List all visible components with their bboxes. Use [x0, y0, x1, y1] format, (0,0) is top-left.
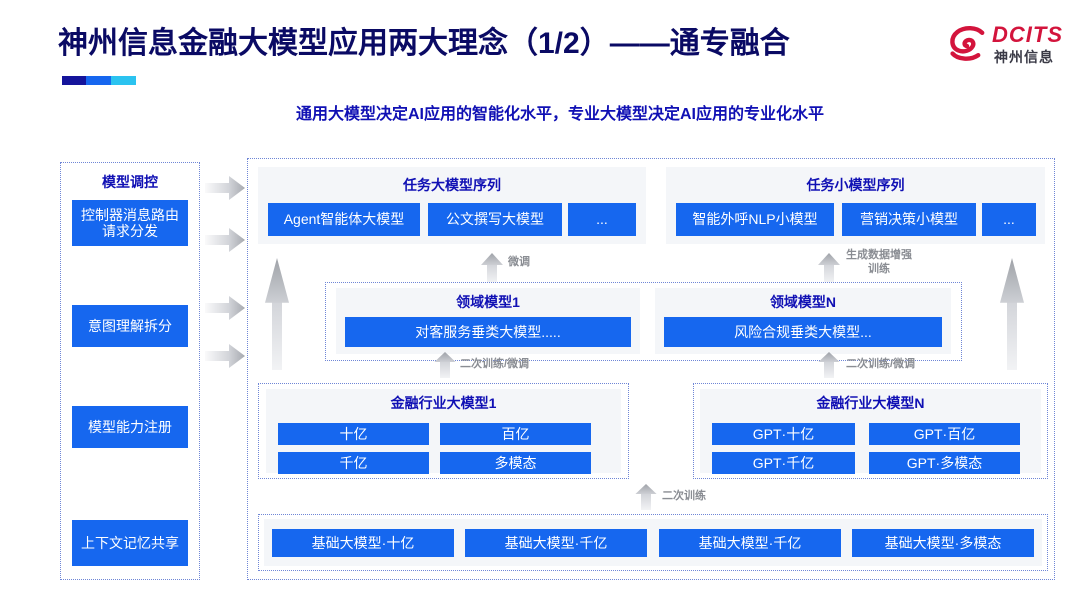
logo-wordmark-cn: 神州信息: [994, 49, 1054, 65]
task-large-box-more[interactable]: ...: [568, 203, 636, 236]
industry-n-box-gpt-qianyi[interactable]: GPT·千亿: [712, 452, 855, 474]
industry-1-box-qianyi[interactable]: 千亿: [278, 452, 429, 474]
arrow-label-retrain-right: 二次训练/微调: [846, 358, 916, 370]
connector-arrow-right-4: [205, 344, 245, 368]
industry-n-box-gpt-baiyi[interactable]: GPT·百亿: [869, 423, 1020, 445]
domain-model-n-title: 领域模型N: [769, 294, 837, 310]
industry-1-box-baiyi[interactable]: 百亿: [440, 423, 591, 445]
arrow-up-retrain-right: [818, 352, 840, 378]
industry-n-box-gpt-multimodal[interactable]: GPT·多模态: [869, 452, 1020, 474]
task-large-model-title: 任务大模型序列: [403, 177, 501, 193]
task-small-box-more[interactable]: ...: [982, 203, 1036, 236]
arrow-up-gen-data-right: [818, 253, 840, 283]
arrow-label-finetune-left: 微调: [508, 256, 530, 268]
sidebar-item-capability-registry[interactable]: 模型能力注册: [72, 406, 188, 448]
foundation-box-qianyi-1[interactable]: 基础大模型·千亿: [465, 529, 647, 557]
dcits-logo: DCITS 神州信息: [946, 20, 1066, 72]
sidebar-item-context-memory[interactable]: 上下文记忆共享: [72, 520, 188, 566]
domain-model-1-box[interactable]: 对客服务垂类大模型.....: [345, 317, 631, 347]
task-large-box-agent[interactable]: Agent智能体大模型: [268, 203, 420, 236]
connector-arrow-right-2: [205, 228, 245, 252]
industry-model-1-title: 金融行业大模型1: [390, 395, 497, 411]
industry-1-box-multimodal[interactable]: 多模态: [440, 452, 591, 474]
sidebar-item-controller-routing[interactable]: 控制器消息路由请求分发: [72, 200, 188, 246]
foundation-box-qianyi-2[interactable]: 基础大模型·千亿: [659, 529, 841, 557]
arrow-up-finetune-left: [481, 253, 503, 283]
page-subtitle: 通用大模型决定AI应用的智能化水平，专业大模型决定AI应用的专业化水平: [295, 106, 824, 123]
page-title: 神州信息金融大模型应用两大理念（1/2）——通专融合: [58, 27, 790, 60]
arrow-label-retrain-left: 二次训练/微调: [460, 358, 530, 370]
industry-n-box-gpt-shiyi[interactable]: GPT·十亿: [712, 423, 855, 445]
sidebar-item-intent-parsing[interactable]: 意图理解拆分: [72, 305, 188, 347]
domain-model-1-title: 领域模型1: [456, 294, 520, 310]
task-small-box-outbound-nlp[interactable]: 智能外呼NLP小模型: [676, 203, 834, 236]
foundation-box-multimodal[interactable]: 基础大模型·多模态: [852, 529, 1034, 557]
arrow-label-gen-data-right: 生成数据增强 训练: [846, 249, 912, 275]
accent-segment-2: [86, 76, 111, 85]
task-large-box-doc-writing[interactable]: 公文撰写大模型: [428, 203, 562, 236]
task-small-box-marketing[interactable]: 营销决策小模型: [842, 203, 976, 236]
swirl-logo-icon: [950, 26, 985, 61]
task-small-model-title: 任务小模型序列: [806, 177, 905, 193]
connector-arrow-right-1: [205, 176, 245, 200]
connector-arrow-right-3: [205, 296, 245, 320]
logo-wordmark-en: DCITS: [992, 22, 1063, 47]
sidebar-title: 模型调控: [102, 174, 158, 190]
industry-1-box-shiyi[interactable]: 十亿: [278, 423, 429, 445]
arrow-up-retrain-base: [635, 484, 657, 510]
tall-arrow-up-left: [265, 258, 289, 370]
title-accent-bar: [62, 76, 136, 85]
domain-model-n-box[interactable]: 风险合规垂类大模型...: [664, 317, 942, 347]
tall-arrow-up-right: [1000, 258, 1024, 370]
accent-segment-3: [110, 76, 136, 85]
industry-model-n-title: 金融行业大模型N: [816, 395, 925, 411]
arrow-label-retrain-base: 二次训练: [662, 490, 706, 502]
foundation-box-shiyi[interactable]: 基础大模型·十亿: [272, 529, 454, 557]
arrow-up-retrain-left: [434, 352, 456, 378]
accent-segment-1: [62, 76, 87, 85]
